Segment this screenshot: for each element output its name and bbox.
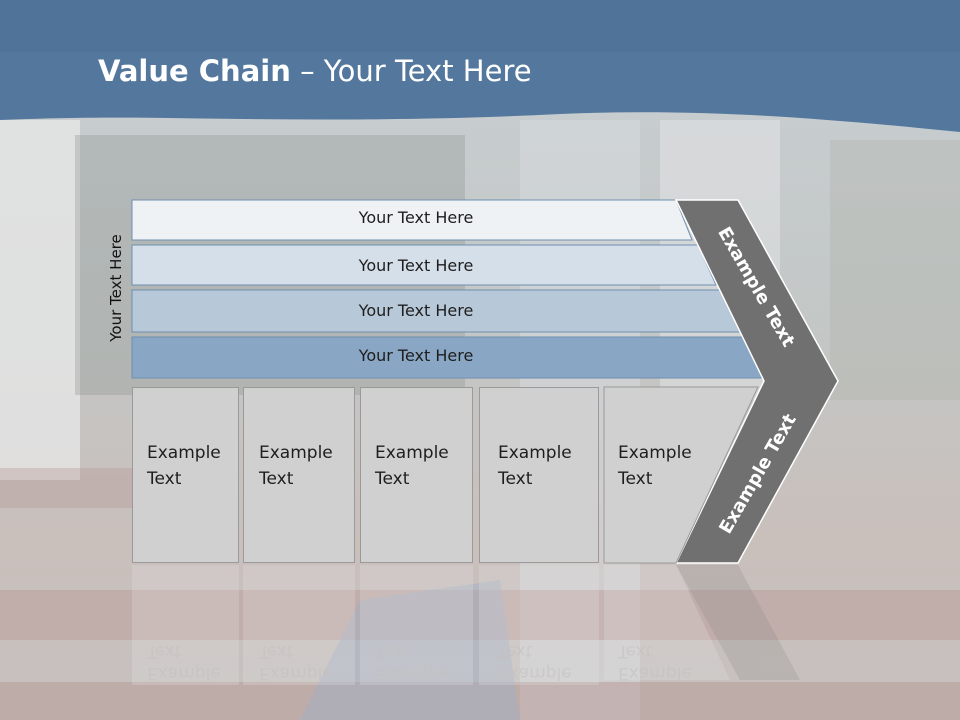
box-2-reflection-line1: Example [259, 663, 333, 683]
row-shape-2 [131, 244, 717, 286]
vertical-label: Your Text Here [107, 234, 125, 342]
box-5-shape [603, 386, 759, 564]
slide-title-rest: – Your Text Here [290, 54, 532, 88]
box-4-reflection-line2: Text [498, 641, 533, 661]
row-label-2: Your Text Here [358, 256, 474, 275]
box-2 [243, 387, 355, 563]
row-shape-1 [131, 199, 693, 241]
box-5-line2: Text [618, 469, 653, 489]
box-3-reflection-line1: Example [375, 663, 449, 683]
box-1-line1: Example [147, 443, 221, 463]
box-4-reflection-line1: Example [498, 663, 572, 683]
box-1-reflection-line2: Text [147, 641, 182, 661]
box-3-reflection-line2: Text [375, 641, 410, 661]
box-5-reflection-line2: Text [618, 641, 653, 661]
box-3 [360, 387, 473, 563]
row-label-3: Your Text Here [358, 301, 474, 320]
box-3-line2: Text [375, 469, 410, 489]
slide-title-bold: Value Chain [98, 54, 291, 88]
row-label-1: Your Text Here [358, 208, 474, 227]
slide-title: Value Chain – Your Text Here [98, 54, 532, 88]
box-4 [479, 387, 599, 563]
box-5-line1: Example [618, 443, 692, 463]
box-1-reflection-line1: Example [147, 663, 221, 683]
row-label-4: Your Text Here [358, 346, 474, 365]
box-1 [132, 387, 239, 563]
box-1-line2: Text [147, 469, 182, 489]
box-4-line2: Text [498, 469, 533, 489]
box-3-line1: Example [375, 443, 449, 463]
header-banner [0, 0, 960, 132]
box-2-line2: Text [259, 469, 294, 489]
chevron-shape [674, 199, 839, 564]
box-2-reflection-line2: Text [259, 641, 294, 661]
box-2-line1: Example [259, 443, 333, 463]
box-5-reflection-line1: Example [618, 663, 692, 683]
box-4-line1: Example [498, 443, 572, 463]
